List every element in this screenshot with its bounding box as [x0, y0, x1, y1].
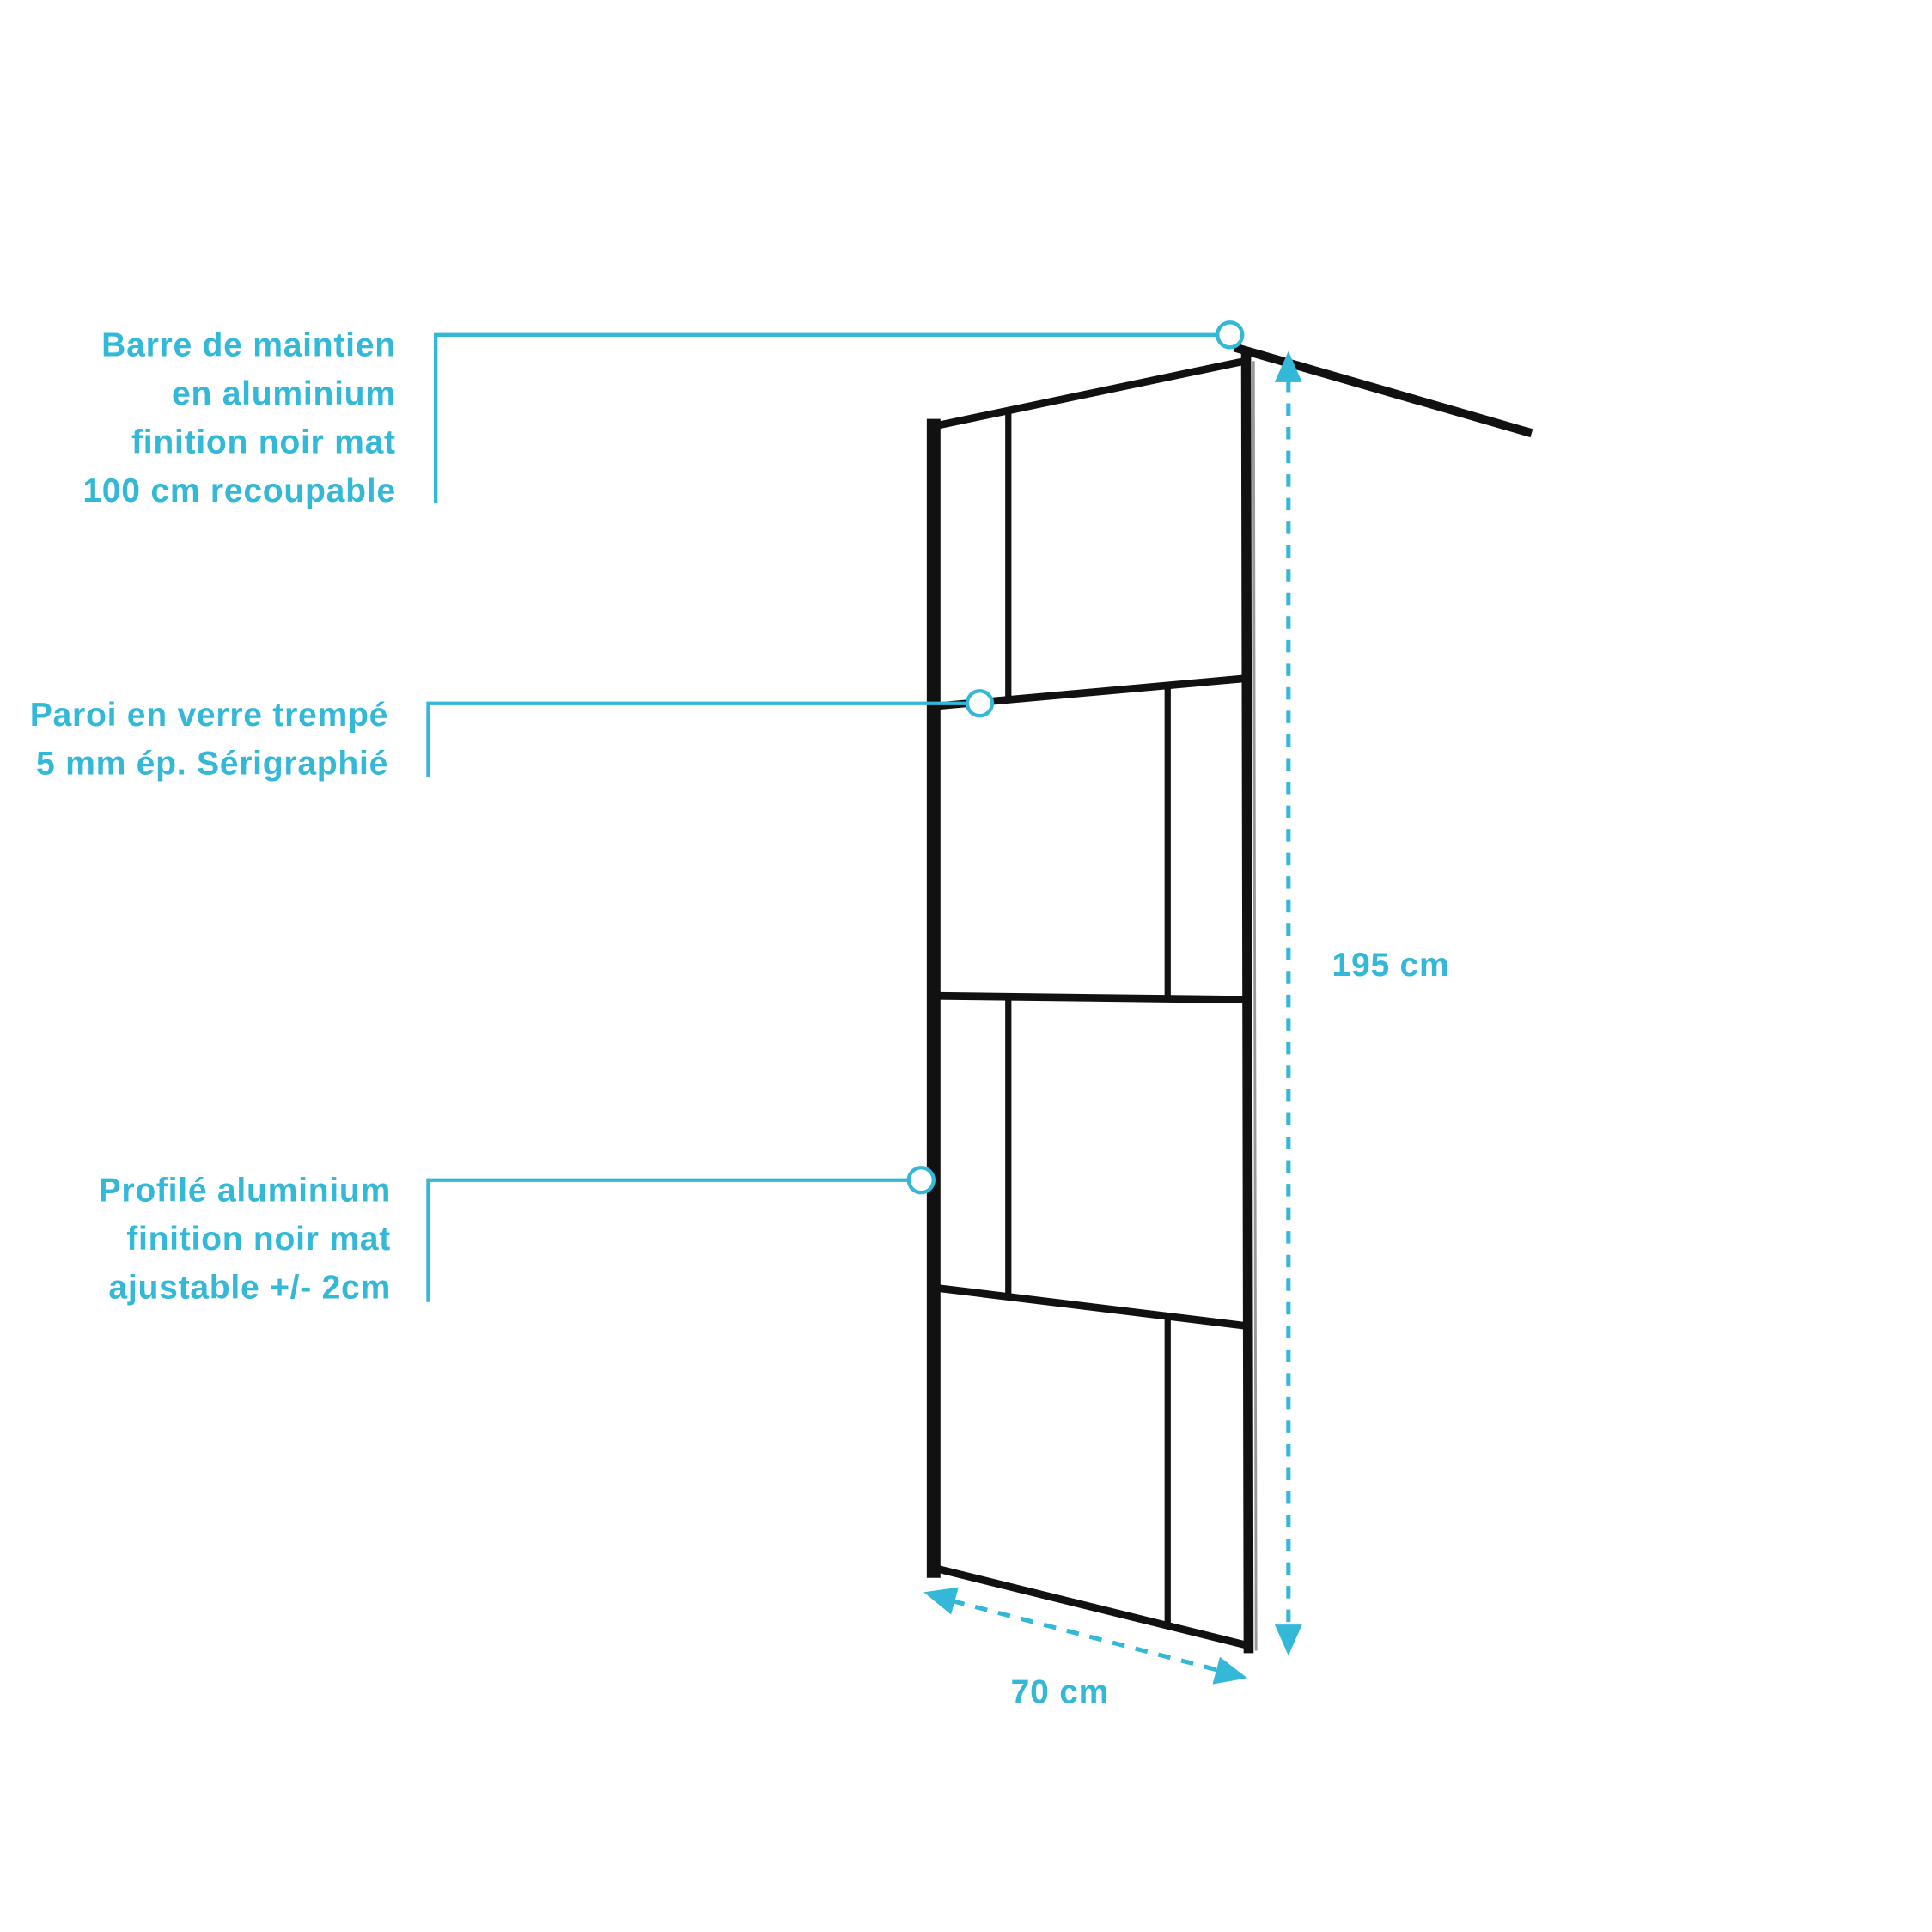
anchor-point — [965, 689, 995, 718]
callout-text: Barre de maintien — [101, 326, 396, 363]
top-edge — [931, 357, 1250, 430]
anchor-point — [1216, 320, 1245, 350]
arrow-up-icon — [1274, 350, 1302, 382]
support-bar — [1233, 343, 1533, 438]
callout-support-bar: Barre de maintien en aluminium finition … — [82, 320, 1245, 509]
callout-text: 5 mm ép. Sérigraphié — [36, 745, 388, 782]
arrow-right-icon — [1212, 1656, 1247, 1685]
shower-panel — [926, 343, 1533, 1654]
callout-text: en aluminium — [172, 375, 396, 412]
callout-profile: Profilé aluminium finition noir mat ajus… — [99, 1166, 936, 1306]
arrow-left-icon — [923, 1587, 959, 1615]
callout-glass: Paroi en verre trempé 5 mm ép. Sérigraph… — [30, 689, 995, 782]
callout-text: Profilé aluminium — [99, 1172, 391, 1209]
arrow-down-icon — [1274, 1624, 1302, 1656]
width-label: 70 cm — [1011, 1673, 1110, 1710]
callout-text: ajustable +/- 2cm — [108, 1269, 391, 1306]
anchor-point — [906, 1166, 936, 1195]
callout-text: finition noir mat — [131, 424, 396, 460]
leader-line — [426, 701, 967, 777]
callout-text: 100 cm recoupable — [82, 472, 395, 509]
leader-line — [426, 1178, 909, 1302]
callout-text: Paroi en verre trempé — [30, 697, 388, 734]
height-dimension: 195 cm — [1274, 350, 1450, 1656]
leader-line — [434, 332, 1218, 503]
bottom-edge — [931, 1563, 1253, 1650]
callout-text: finition noir mat — [126, 1221, 391, 1258]
width-dimension: 70 cm — [923, 1587, 1247, 1710]
height-label: 195 cm — [1332, 947, 1450, 984]
